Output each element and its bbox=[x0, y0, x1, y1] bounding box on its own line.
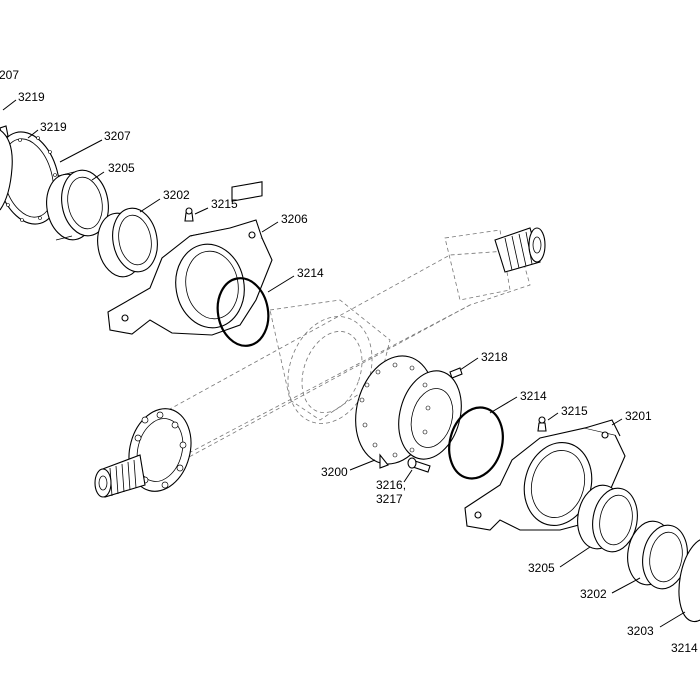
label-3207: 3207 bbox=[104, 129, 131, 143]
label-3214-a: 3214 bbox=[297, 266, 324, 280]
bearing-ring-3205-b bbox=[577, 484, 638, 553]
bolt-3216 bbox=[407, 457, 431, 473]
o-ring-3214-a bbox=[216, 277, 270, 347]
label-3205-a: 3205 bbox=[108, 161, 135, 175]
grease-nipple-3215-a bbox=[184, 207, 194, 222]
o-ring-3214-b bbox=[448, 406, 504, 480]
bearing-support-3206 bbox=[107, 181, 273, 336]
label-3215-a: 3215 bbox=[211, 197, 238, 211]
label-3215-b: 3215 bbox=[561, 404, 588, 418]
hub-3200 bbox=[355, 355, 462, 469]
label-3206: 3206 bbox=[281, 212, 308, 226]
cover-3203 bbox=[678, 537, 700, 623]
label-3203: 3203 bbox=[627, 624, 654, 638]
label-3218: 3218 bbox=[481, 350, 508, 364]
grease-nipple-3215-b bbox=[537, 416, 547, 432]
part-labels: 207 3219 3219 3207 3205 3202 3215 3206 3… bbox=[0, 68, 698, 655]
left-hub-flange bbox=[128, 408, 192, 492]
bushing-3202 bbox=[97, 207, 158, 278]
label-3214-c: 3214 bbox=[671, 641, 698, 655]
label-3205-b: 3205 bbox=[528, 561, 555, 575]
partial-ring-left bbox=[0, 129, 13, 211]
label-3214-b: 3214 bbox=[520, 389, 547, 403]
right-splined-shaft bbox=[494, 227, 546, 273]
label-207: 207 bbox=[0, 68, 19, 82]
left-splined-shaft bbox=[94, 454, 146, 498]
label-3219-b: 3219 bbox=[40, 120, 67, 134]
label-3201: 3201 bbox=[625, 409, 652, 423]
label-3202-b: 3202 bbox=[580, 587, 607, 601]
label-3200: 3200 bbox=[321, 465, 348, 479]
bushing-3202-b bbox=[627, 520, 688, 590]
label-3202-a: 3202 bbox=[163, 188, 190, 202]
label-3216: 3216, bbox=[376, 478, 406, 492]
pin-3218 bbox=[449, 367, 463, 379]
label-3219-a: 3219 bbox=[18, 90, 45, 104]
bearing-ring-3205 bbox=[46, 169, 109, 241]
leader-lines bbox=[2, 99, 686, 628]
label-3217: 3217 bbox=[376, 492, 403, 506]
